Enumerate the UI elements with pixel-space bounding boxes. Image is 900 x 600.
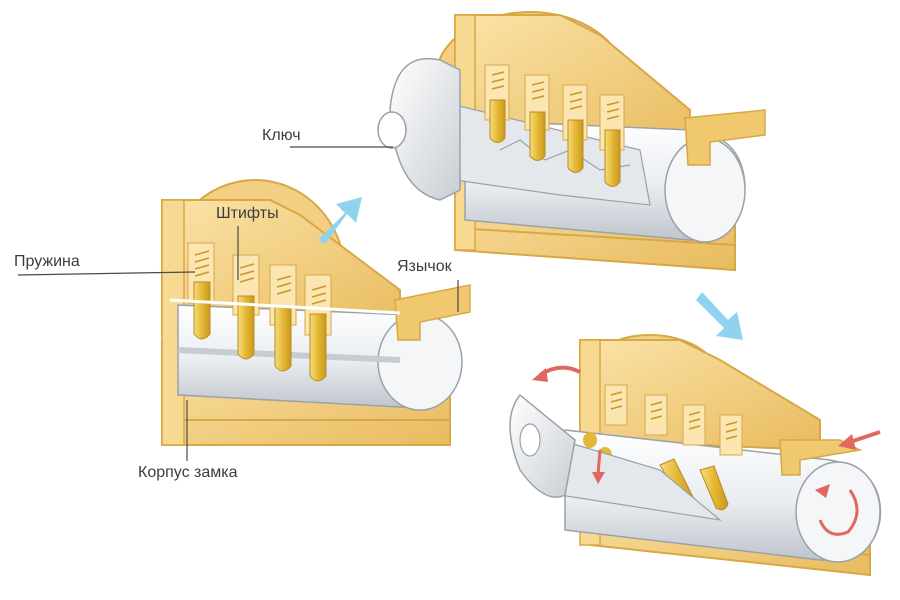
- spring-3: [276, 275, 292, 295]
- spring-1: [194, 250, 210, 277]
- pin-4: [604, 129, 621, 187]
- label-latch: Язычок: [397, 258, 452, 275]
- label-lock-body: Корпус замка: [138, 464, 238, 481]
- latch-tongue: [779, 439, 863, 476]
- latch-tongue: [684, 109, 766, 166]
- label-pins: Штифты: [216, 205, 279, 222]
- pin-2: [237, 295, 255, 360]
- lock-locked: [161, 179, 471, 446]
- label-key: Ключ: [262, 127, 301, 144]
- arrow-red-plug: [592, 449, 605, 484]
- arrow-red-rotate-face: [815, 484, 859, 536]
- pin-4: [309, 313, 327, 382]
- cylinder-face: [795, 461, 881, 563]
- lock-turning: [509, 334, 882, 577]
- label-spring: Пружина: [14, 253, 80, 270]
- pin-1: [193, 281, 211, 340]
- arrow-red-latch: [838, 430, 881, 450]
- arrow-blue-up: [318, 197, 362, 244]
- pin-1: [489, 99, 506, 143]
- pin-2: [529, 111, 546, 161]
- pin-3: [274, 305, 292, 372]
- arrow-red-rotate-key: [532, 365, 581, 382]
- pin-2: [699, 465, 729, 511]
- lock-with-key: [377, 11, 766, 272]
- leader-lines: [17, 146, 459, 461]
- key-bow: [509, 393, 576, 498]
- arrow-blue-down: [696, 292, 743, 340]
- latch-tongue: [394, 284, 471, 341]
- pin-3: [567, 119, 584, 173]
- spring-4: [311, 285, 327, 305]
- leader-spring: [17, 271, 196, 276]
- spring-2: [239, 263, 255, 283]
